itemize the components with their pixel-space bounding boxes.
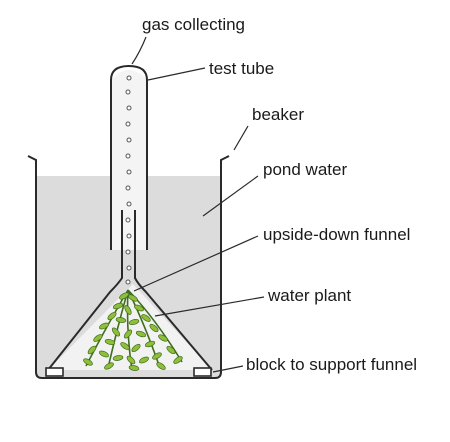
leader-funnel <box>133 235 259 292</box>
support-block-left <box>45 367 64 377</box>
leader-plant <box>154 296 265 317</box>
label-water-plant: water plant <box>267 286 351 305</box>
leader-tube <box>147 67 206 81</box>
leader-block <box>212 365 244 373</box>
gas-bubbles <box>125 75 132 285</box>
label-gas-collecting: gas collecting <box>142 15 245 34</box>
water-plant <box>83 289 183 371</box>
label-upside-down-funnel: upside-down funnel <box>263 225 410 244</box>
test-tube-outline <box>110 64 148 250</box>
beaker-outline <box>27 155 230 379</box>
funnel-outline <box>47 210 213 371</box>
label-block-support: block to support funnel <box>246 355 417 374</box>
leader-beaker <box>233 125 249 151</box>
leader-lines <box>131 36 265 373</box>
test-tube-interior <box>111 70 147 250</box>
leader-gas <box>131 36 147 65</box>
label-pond-water: pond water <box>263 160 347 179</box>
label-beaker: beaker <box>252 105 304 124</box>
support-block-right <box>193 367 212 377</box>
label-test-tube: test tube <box>209 59 274 78</box>
leader-water <box>202 175 259 217</box>
